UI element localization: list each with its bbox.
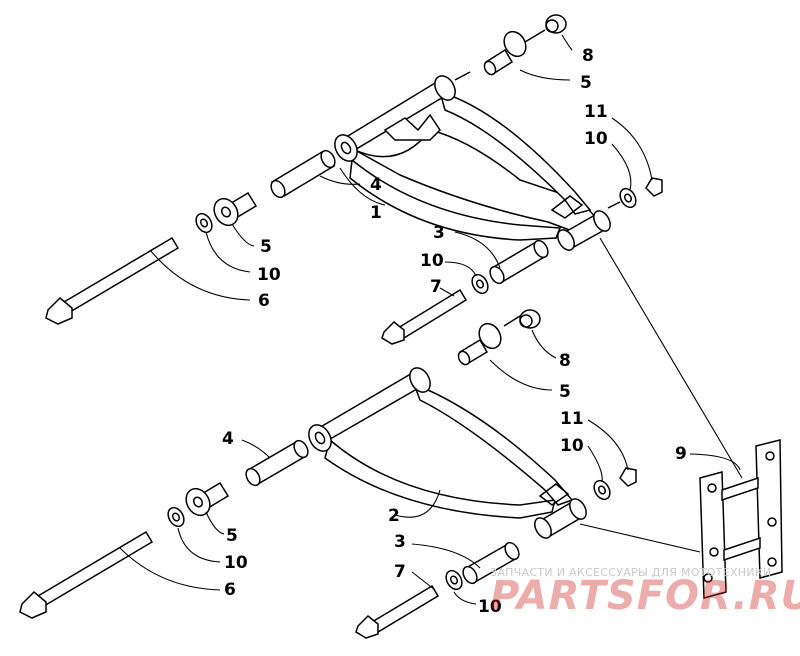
nut-part <box>645 177 663 197</box>
callout-1: 1 <box>370 203 382 223</box>
callout-10: 10 <box>420 251 444 271</box>
washer-part <box>445 569 463 591</box>
callout-2: 2 <box>388 506 400 526</box>
flanged-bushing-part <box>483 30 527 76</box>
callout-5: 5 <box>260 237 272 257</box>
callout-5: 5 <box>559 382 571 402</box>
bolt-part <box>19 530 154 619</box>
flanged-bushing-part <box>185 481 230 517</box>
callout-6: 6 <box>258 291 270 311</box>
callout-5: 5 <box>226 526 238 546</box>
callout-10: 10 <box>257 265 281 285</box>
washer-part <box>619 187 637 209</box>
flanged-bushing-part <box>457 322 502 366</box>
lower-a-arm-assembly <box>19 309 637 639</box>
bolt-part <box>381 288 468 345</box>
callout-11: 11 <box>560 409 584 429</box>
callout-10: 10 <box>478 597 502 617</box>
a-arm-part <box>334 75 611 251</box>
sleeve-part <box>270 149 336 199</box>
callout-8: 8 <box>559 351 571 371</box>
cap-part <box>519 309 541 329</box>
watermark-brand-logo: PARTSFOR.RU <box>490 573 800 619</box>
callout-11: 11 <box>584 102 608 122</box>
mounting-bracket-part <box>699 439 783 599</box>
upper-a-arm-assembly <box>45 14 663 345</box>
callout-7: 7 <box>430 277 442 297</box>
bolt-part <box>355 584 440 639</box>
washer-part <box>471 273 489 295</box>
sleeve-part <box>489 239 549 285</box>
callout-8: 8 <box>582 46 594 66</box>
callout-5: 5 <box>580 73 592 93</box>
callout-4: 4 <box>222 429 234 449</box>
callout-9: 9 <box>675 444 687 464</box>
callout-10: 10 <box>584 129 608 149</box>
washer-part <box>593 479 611 501</box>
callout-3: 3 <box>433 223 445 243</box>
callout-10: 10 <box>560 436 584 456</box>
nut-part <box>619 467 637 487</box>
bolt-part <box>45 236 180 325</box>
callout-3: 3 <box>394 532 406 552</box>
callout-4: 4 <box>370 175 382 195</box>
sleeve-part <box>245 439 309 487</box>
sleeve-part <box>462 541 520 585</box>
washer-part <box>195 212 213 234</box>
callout-10: 10 <box>224 553 248 573</box>
cap-part <box>545 14 567 34</box>
watermark-tagline: ЗАПЧАСТИ И АКСЕССУАРЫ ДЛЯ МОТОТЕХНИКИ <box>490 566 772 579</box>
callout-6: 6 <box>224 580 236 600</box>
callout-7: 7 <box>394 562 406 582</box>
flanged-bushing-part <box>213 191 258 227</box>
a-arm-part <box>308 367 587 539</box>
washer-part <box>167 506 185 528</box>
